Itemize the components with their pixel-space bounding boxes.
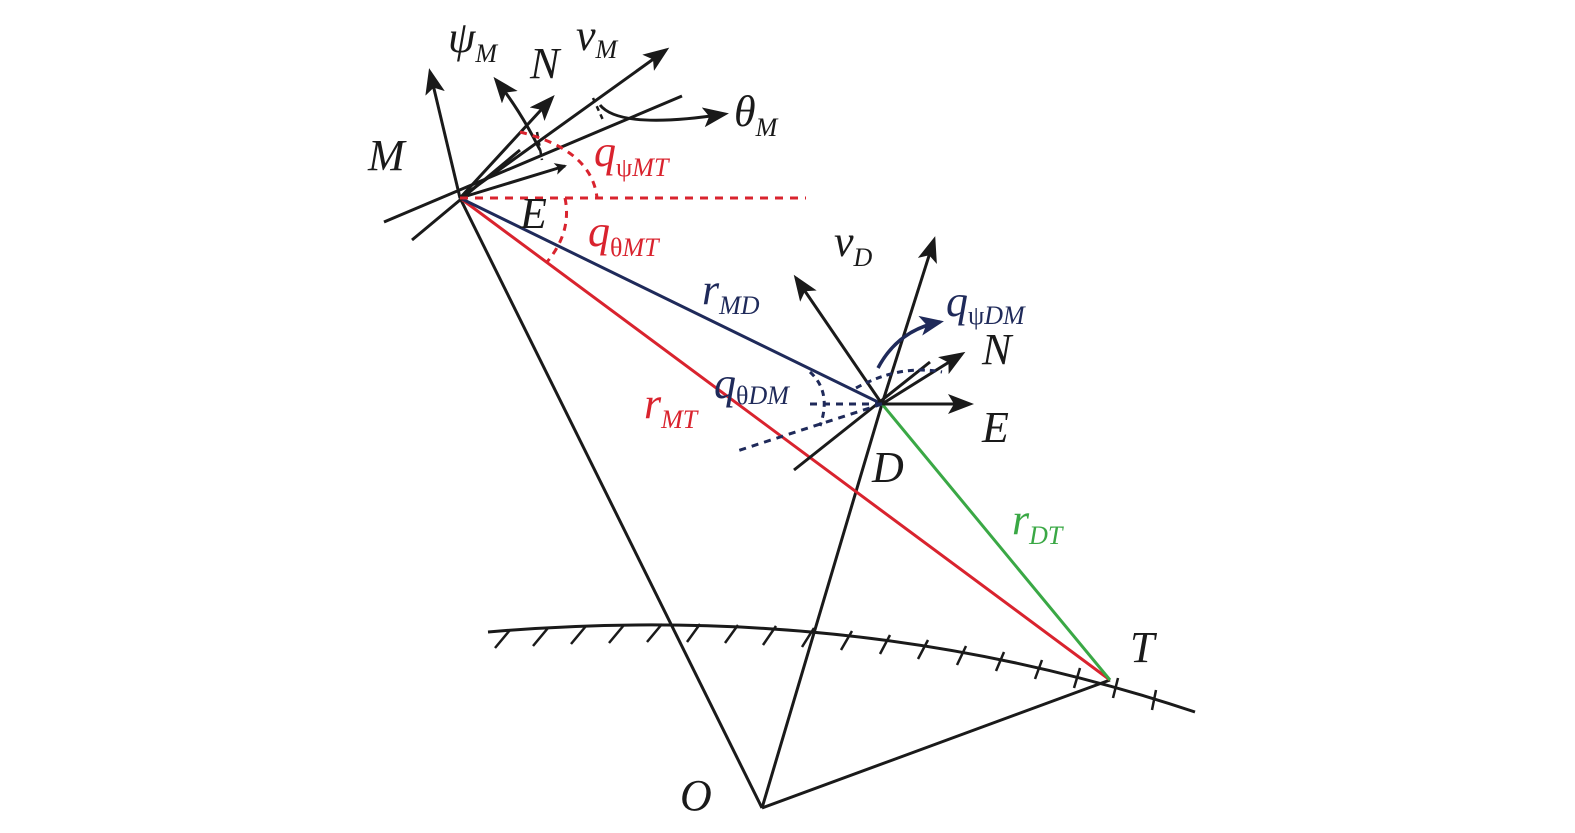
missile-projection-line (383, 94, 683, 224)
missile-north-axis (458, 95, 555, 200)
missile-tangent-line (411, 148, 521, 242)
r-MT-sub: MT (660, 405, 699, 434)
q-psi-DM-sub2: DM (983, 301, 1026, 330)
missile-east-axis (459, 163, 567, 200)
q-theta-DM-arc (808, 370, 826, 427)
point-D-label: D (871, 443, 904, 492)
q-psi-MT-base: q (594, 127, 616, 176)
r-MD-sub: MD (718, 291, 760, 320)
missile-N-label: N (529, 39, 562, 88)
psi-M-base: ψ (448, 13, 476, 62)
theta-M-base: θ (734, 87, 756, 136)
decoy-velocity-axis (880, 236, 937, 405)
q-theta-MT-sub2: MT (621, 233, 660, 262)
r-MT-base: r (644, 379, 662, 428)
range-line-MT (459, 196, 1111, 682)
range-line-DT (880, 403, 1112, 681)
q-psi-MT-sub2: MT (631, 153, 670, 182)
v-M-label: vM (576, 11, 619, 64)
line-O-M (458, 197, 764, 809)
decoy-E-label: E (981, 403, 1009, 452)
theta-angle-dash (591, 97, 605, 121)
line-O-T (761, 678, 1111, 810)
q-psi-DM-upper-dashed-arc (855, 368, 943, 390)
q-psi-DM-sub1: ψ (968, 301, 984, 330)
decoy-MD-projection-dashed (733, 402, 883, 454)
point-O-label: O (680, 771, 712, 820)
v-M-base: v (576, 11, 596, 60)
v-D-label: vD (834, 217, 873, 272)
q-theta-DM-sub2: DM (747, 381, 790, 410)
q-psi-MT-label: qψMT (594, 127, 670, 182)
missile-E-label: E (519, 189, 547, 238)
q-psi-DM-label: qψDM (946, 277, 1026, 330)
decoy-tangent-line (793, 360, 931, 472)
q-theta-MT-arc (545, 197, 569, 263)
line-O-D (760, 403, 884, 809)
q-psi-MT-sub1: ψ (616, 153, 632, 182)
q-psi-DM-arc (876, 315, 944, 369)
r-DT-label: rDT (1012, 495, 1064, 550)
q-psi-MT-arc (519, 130, 599, 199)
q-theta-MT-sub1: θ (610, 233, 622, 262)
decoy-N-label: N (981, 325, 1014, 374)
v-D-base: v (834, 217, 854, 266)
missile-local-vertical-axis (425, 68, 462, 199)
q-theta-DM-base: q (714, 359, 736, 408)
v-M-sub: M (595, 35, 619, 64)
q-psi-DM-base: q (946, 277, 968, 326)
psi-M-label: ψM (448, 13, 498, 68)
point-M-label: M (367, 131, 407, 180)
q-theta-DM-sub1: θ (736, 381, 748, 410)
r-MD-base: r (702, 265, 720, 314)
v-D-sub: D (853, 243, 873, 272)
theta-M-sub: M (755, 113, 779, 142)
q-theta-DM-label: qθDM (714, 359, 790, 410)
r-DT-sub: DT (1028, 521, 1064, 550)
psi-angle-arc (493, 76, 542, 151)
r-MT-label: rMT (644, 379, 699, 434)
r-DT-base: r (1012, 495, 1030, 544)
r-MD-label: rMD (702, 265, 760, 320)
earth-hatching (494, 623, 1158, 711)
decoy-north-axis (881, 351, 966, 406)
q-theta-MT-label: qθMT (588, 207, 660, 262)
decoy-local-vertical-axis (793, 274, 884, 405)
range-line-MD (459, 196, 883, 406)
theta-angle-arc (598, 103, 729, 128)
theta-M-label: θM (734, 87, 779, 142)
psi-M-sub: M (474, 39, 498, 68)
q-theta-MT-base: q (588, 207, 610, 256)
point-T-label: T (1130, 623, 1158, 672)
earth-surface-arc (487, 623, 1196, 714)
